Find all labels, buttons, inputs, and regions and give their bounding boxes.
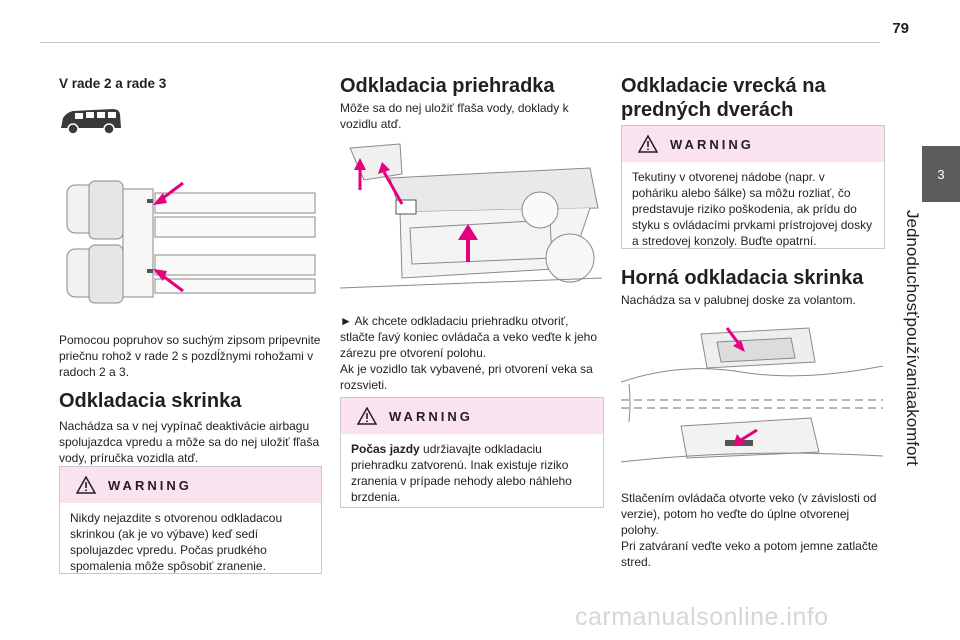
- warning-label: WARNING: [389, 408, 473, 424]
- chapter-title: Jednoduchosťpoužívaniaakomfort: [903, 210, 922, 466]
- warning-emphasis: Počas jazdy: [351, 442, 420, 456]
- floor-mats-diagram: [66, 180, 316, 304]
- door-pockets-title: Odkladacie vrecká na predných dverách: [621, 75, 826, 121]
- watermark: carmanualsonline.info: [575, 603, 829, 631]
- warning-triangle-icon: [638, 135, 658, 153]
- warning-box-1: WARNING Nikdy nejazdite s otvorenou odkl…: [59, 466, 322, 574]
- chapter-tab[interactable]: 3: [922, 146, 960, 202]
- warning-text: Tekutiny v otvorenej nádobe (napr. v poh…: [632, 170, 873, 248]
- warning-box-2: WARNING Počas jazdy udržiavajte odkladac…: [340, 397, 604, 508]
- upper-glovebox-text: Nachádza sa v palubnej doske za volantom…: [621, 293, 856, 307]
- page-number: 79: [892, 20, 909, 37]
- compartment-note: Ak je vozidlo tak vybavené, pri otvorení…: [340, 362, 593, 392]
- warning-triangle-icon: [76, 476, 96, 494]
- warning-header: WARNING: [622, 126, 884, 162]
- warning-triangle-icon: [357, 407, 377, 425]
- upper-glovebox-illustration: [621, 327, 883, 463]
- row-heading: V rade 2 a rade 3: [59, 76, 167, 91]
- glovebox-title: Odkladacia skrinka: [59, 390, 242, 412]
- mats-paragraph: Pomocou popruhov so suchým zipsom pripev…: [59, 333, 321, 379]
- glovebox-text: Nachádza sa v nej vypínač deaktivácie ai…: [59, 419, 320, 465]
- warning-header: WARNING: [341, 398, 603, 434]
- warning-label: WARNING: [108, 477, 192, 493]
- chapter-number: 3: [937, 166, 945, 182]
- dashboard-compartment-illustration: [340, 143, 602, 289]
- compartment-title: Odkladacia priehradka: [340, 75, 555, 97]
- warning-header: WARNING: [60, 467, 321, 503]
- upper-glovebox-title: Horná odkladacia skrinka: [621, 267, 864, 289]
- upper-glovebox-note: Pri zatváraní veďte veko a potom jemne z…: [621, 539, 878, 569]
- warning-text: Nikdy nejazdite s otvorenou odkladacou s…: [70, 511, 283, 573]
- warning-label: WARNING: [670, 136, 754, 152]
- top-rule: [40, 42, 880, 43]
- warning-box-3: WARNING Tekutiny v otvorenej nádobe (nap…: [621, 125, 885, 249]
- upper-glovebox-instruction: Stlačením ovládača otvorte veko (v závis…: [621, 491, 877, 537]
- warning-text: udržiavajte odkladaciu priehradku zatvor…: [351, 442, 572, 504]
- warning-text-block: Počas jazdy udržiavajte odkladaciu prieh…: [341, 434, 603, 513]
- van-silhouette-icon: [61, 109, 121, 135]
- compartment-instruction: ► Ak chcete odkladaciu priehradku otvori…: [340, 314, 598, 360]
- compartment-text: Môže sa do nej uložiť fľaša vody, doklad…: [340, 101, 569, 131]
